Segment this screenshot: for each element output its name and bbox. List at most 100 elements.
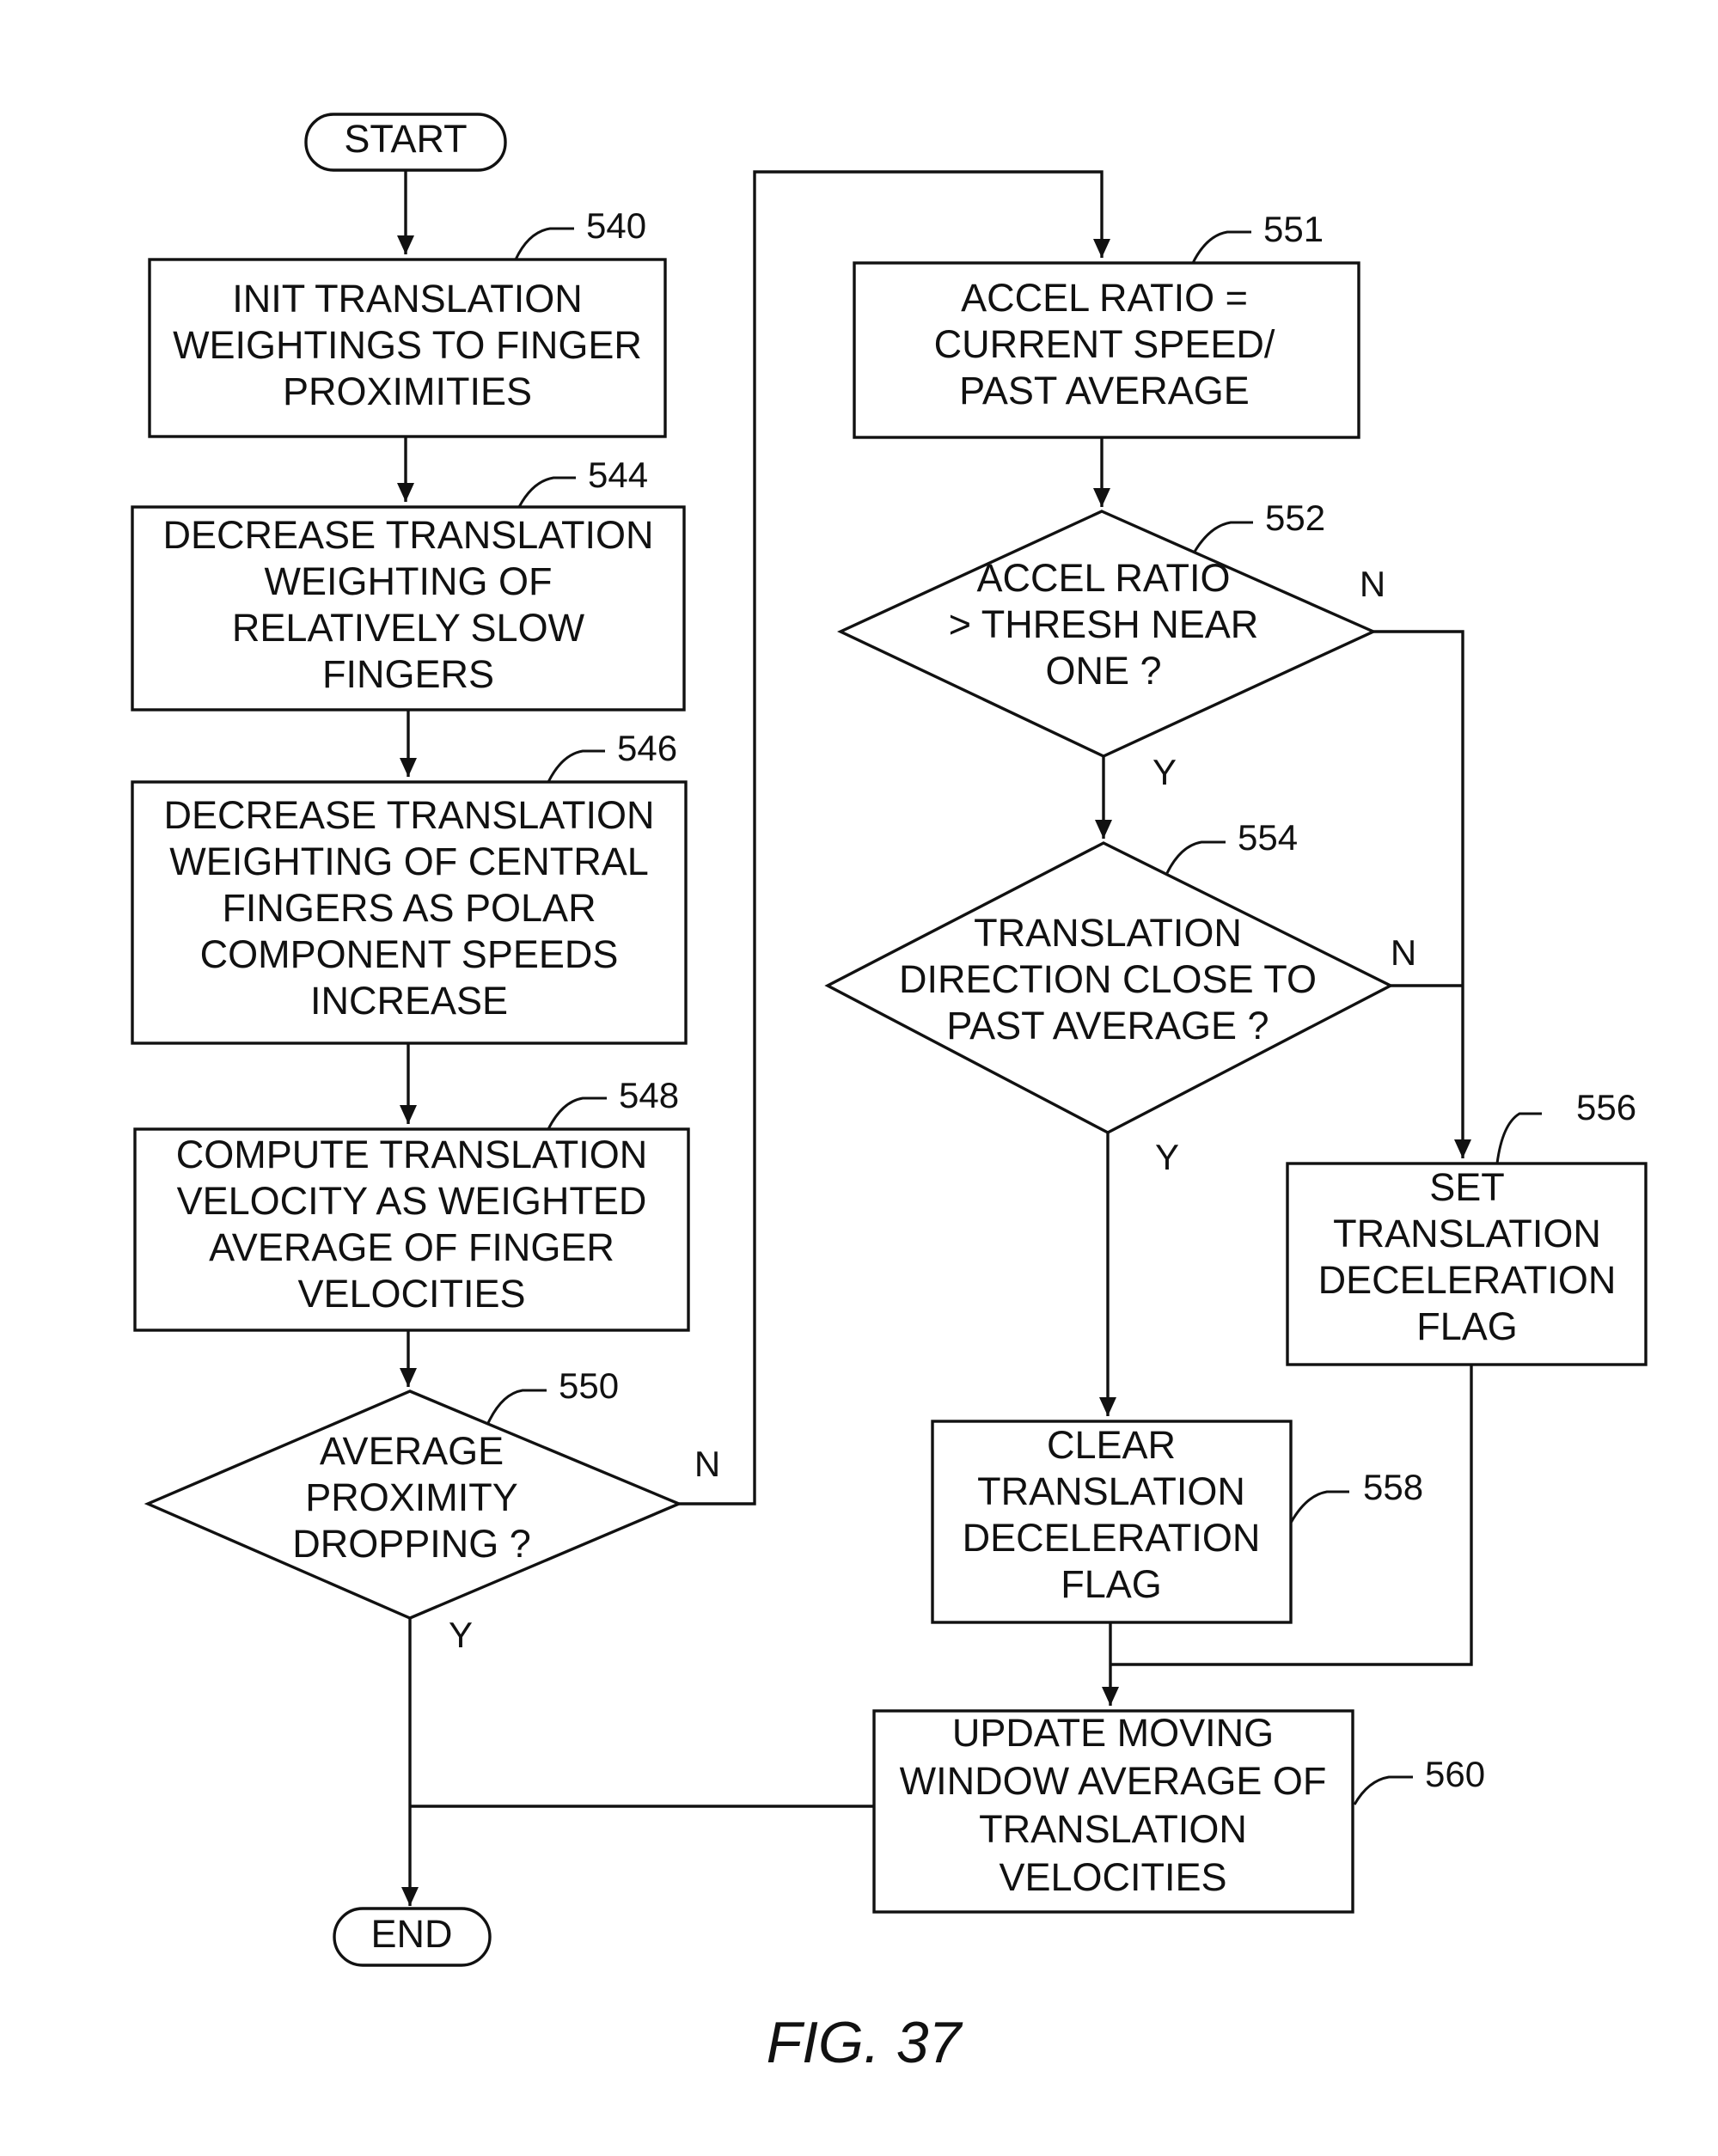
label-line: TRANSLATION: [1333, 1212, 1601, 1255]
connectors: [397, 170, 1473, 1906]
label-line: COMPONENT SPEEDS: [200, 932, 619, 976]
step-544-ref: 544: [588, 455, 648, 495]
label-line: ACCEL RATIO: [976, 556, 1230, 600]
label-line: INCREASE: [310, 979, 508, 1023]
decision-550-yes-label: Y: [449, 1615, 473, 1655]
step-560-leader: [1353, 1775, 1413, 1805]
label-line: FINGERS: [322, 652, 494, 696]
label-line: VELOCITY AS WEIGHTED: [177, 1179, 647, 1223]
decision-554-ref: 554: [1238, 817, 1298, 858]
label-line: WEIGHTING OF CENTRAL: [169, 840, 649, 883]
step-548-leader: [547, 1096, 607, 1130]
label-line: FLAG: [1416, 1304, 1518, 1348]
label-line: FINGERS AS POLAR: [222, 886, 596, 930]
figure-caption: FIG. 37: [767, 2010, 963, 2075]
label-line: RELATIVELY SLOW: [232, 606, 585, 650]
label-line: WEIGHTING OF: [265, 559, 553, 603]
step-560-ref: 560: [1425, 1754, 1485, 1794]
label-line: DECREASE TRANSLATION: [164, 793, 655, 837]
label-line: TRANSLATION: [979, 1807, 1247, 1851]
step-546-ref: 546: [617, 728, 677, 768]
step-548-ref: 548: [619, 1075, 679, 1115]
label-line: PROXIMITY: [305, 1475, 518, 1519]
decision-552-ref: 552: [1265, 498, 1325, 538]
label-line: DECELERATION: [963, 1516, 1261, 1560]
decision-554-leader: [1165, 840, 1226, 874]
label-line: ACCEL RATIO =: [961, 276, 1248, 320]
arrow-550-no-to-551: [679, 170, 1110, 1506]
step-544-leader: [517, 476, 576, 508]
decision-550-ref: 550: [559, 1365, 619, 1406]
step-551-text: ACCEL RATIO =CURRENT SPEED/PAST AVERAGE: [934, 276, 1275, 412]
step-556-leader: [1495, 1112, 1542, 1164]
label-line: TRANSLATION: [974, 911, 1242, 955]
label-line: INIT TRANSLATION: [232, 277, 583, 321]
label-line: VELOCITIES: [999, 1855, 1226, 1899]
step-551-ref: 551: [1263, 209, 1324, 249]
step-551-box: ACCEL RATIO =CURRENT SPEED/PAST AVERAGE …: [853, 209, 1360, 439]
decision-552-leader: [1193, 521, 1253, 553]
label-line: FLAG: [1061, 1562, 1162, 1606]
label-line: DIRECTION CLOSE TO: [899, 957, 1317, 1001]
label-line: AVERAGE OF FINGER: [209, 1225, 614, 1269]
step-558-ref: 558: [1363, 1467, 1423, 1507]
decision-552-no-label: N: [1360, 564, 1385, 604]
start-terminal: START: [304, 113, 507, 172]
end-label: END: [370, 1912, 452, 1956]
label-line: CURRENT SPEED/: [934, 322, 1275, 366]
label-line: SET: [1429, 1165, 1505, 1209]
label-line: UPDATE MOVING: [952, 1711, 1274, 1755]
step-558-leader: [1289, 1490, 1349, 1524]
label-line: WINDOW AVERAGE OF: [900, 1759, 1327, 1803]
line-556-to-560-path: [1110, 1365, 1473, 1666]
label-line: WEIGHTINGS TO FINGER: [173, 323, 642, 367]
decision-550-no-label: N: [694, 1444, 720, 1484]
label-line: DROPPING ?: [292, 1522, 531, 1566]
step-546-leader: [547, 749, 605, 783]
start-label: START: [344, 117, 467, 161]
label-line: PAST AVERAGE ?: [946, 1004, 1269, 1047]
label-line: PROXIMITIES: [283, 370, 532, 413]
arrow-552-no-to-556: [1373, 630, 1471, 1158]
decision-550-leader: [486, 1389, 547, 1424]
label-line: VELOCITIES: [297, 1272, 525, 1316]
label-line: CLEAR: [1047, 1423, 1176, 1467]
label-line: ONE ?: [1045, 649, 1161, 693]
label-line: > THRESH NEAR: [949, 602, 1259, 646]
decision-552-yes-label: Y: [1152, 752, 1177, 792]
label-line: TRANSLATION: [977, 1469, 1245, 1513]
label-line: DECELERATION: [1318, 1258, 1617, 1302]
step-556-ref: 556: [1576, 1087, 1636, 1127]
decision-554-yes-label: Y: [1155, 1137, 1179, 1177]
step-551-leader: [1191, 230, 1251, 264]
label-line: DECREASE TRANSLATION: [163, 513, 654, 557]
label-line: COMPUTE TRANSLATION: [176, 1133, 647, 1176]
step-540-ref: 540: [586, 205, 646, 246]
label-line: PAST AVERAGE: [959, 369, 1250, 412]
step-540-leader: [514, 227, 574, 260]
end-terminal: END: [333, 1907, 492, 1967]
label-line: AVERAGE: [320, 1429, 504, 1473]
